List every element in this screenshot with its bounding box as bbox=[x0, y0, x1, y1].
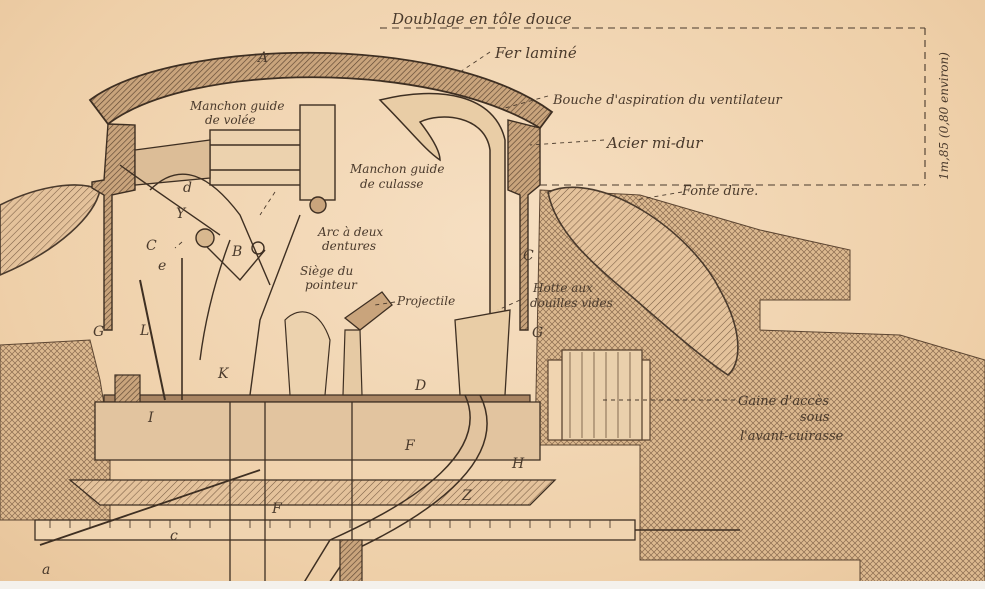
label-hotte-1: Hotte aux bbox=[532, 281, 593, 295]
label-gaine-3: l'avant-cuirasse bbox=[740, 429, 844, 444]
label-acier: Acier mi-dur bbox=[605, 134, 703, 152]
gun-breech-sleeve bbox=[209, 104, 336, 214]
letter-D: D bbox=[414, 378, 426, 394]
letter-d: d bbox=[183, 180, 192, 196]
glacis-armor-left bbox=[0, 184, 101, 276]
letter-F: F bbox=[404, 438, 416, 454]
access-cylinder bbox=[561, 349, 643, 441]
letter-Z: Z bbox=[461, 488, 472, 504]
loader-cradle bbox=[284, 311, 331, 396]
label-gaine-2: sous bbox=[800, 410, 830, 425]
letter-A: A bbox=[256, 50, 268, 66]
turret-base bbox=[94, 401, 541, 461]
ventilation-duct bbox=[378, 92, 506, 331]
label-dimension: 1m,85 (0,80 environ) bbox=[937, 52, 951, 180]
letter-I: I bbox=[147, 410, 154, 426]
label-hotte-2: douilles vides bbox=[530, 296, 613, 310]
turret-wall-left bbox=[91, 123, 136, 331]
projectile bbox=[343, 291, 393, 331]
letter-F2: F bbox=[271, 501, 283, 517]
diagonal-rod bbox=[39, 469, 261, 546]
support-ring bbox=[68, 479, 557, 506]
label-fer-lamine: Fer laminé bbox=[494, 44, 577, 62]
hoist-curve-2 bbox=[324, 394, 488, 589]
image-bottom-edge bbox=[0, 581, 985, 589]
letter-L: L bbox=[139, 323, 149, 339]
cartridge-hopper bbox=[454, 309, 511, 396]
label-arc-2: dentures bbox=[322, 239, 376, 253]
label-doublage: Doublage en tôle douce bbox=[391, 10, 572, 28]
turret-wall-right bbox=[507, 119, 541, 331]
letter-G: G bbox=[93, 324, 104, 340]
label-manchon-volee-1: Manchon guide bbox=[189, 99, 284, 113]
letter-c: c bbox=[170, 528, 178, 544]
label-siege-1: Siège du bbox=[300, 264, 353, 278]
control-lever bbox=[139, 279, 166, 401]
letter-a: a bbox=[42, 562, 50, 578]
leader-lines bbox=[174, 51, 735, 401]
elevation-mechanism bbox=[119, 164, 301, 396]
letter-C: C bbox=[146, 238, 157, 254]
hoist-curve bbox=[299, 394, 471, 589]
letter-C2: C bbox=[523, 248, 534, 264]
letter-K: K bbox=[217, 366, 230, 382]
label-manchon-volee-2: de volée bbox=[205, 113, 256, 127]
hoist-column bbox=[342, 329, 363, 396]
gun-muzzle bbox=[134, 139, 211, 186]
label-projectile: Projectile bbox=[396, 294, 455, 308]
shaft-weight bbox=[339, 539, 363, 589]
dimension-lines bbox=[380, 27, 926, 186]
label-bouche: Bouche d'aspiration du ventilateur bbox=[552, 93, 783, 108]
letter-G2: G bbox=[532, 325, 543, 341]
turret-roof bbox=[88, 51, 554, 130]
letter-e: e bbox=[158, 258, 166, 274]
letter-B: B bbox=[231, 244, 242, 260]
label-manchon-culasse-2: de culasse bbox=[360, 177, 423, 191]
letter-H: H bbox=[511, 456, 525, 472]
label-fonte: Fonte dure. bbox=[681, 184, 758, 199]
label-arc-1: Arc à deux bbox=[317, 225, 383, 239]
glacis-armor-right bbox=[547, 186, 739, 376]
letter-Y: Y bbox=[176, 206, 187, 222]
label-manchon-culasse-1: Manchon guide bbox=[349, 162, 444, 176]
label-siege-2: pointeur bbox=[305, 278, 358, 292]
label-gaine-1: Gaine d'accès bbox=[738, 394, 829, 409]
